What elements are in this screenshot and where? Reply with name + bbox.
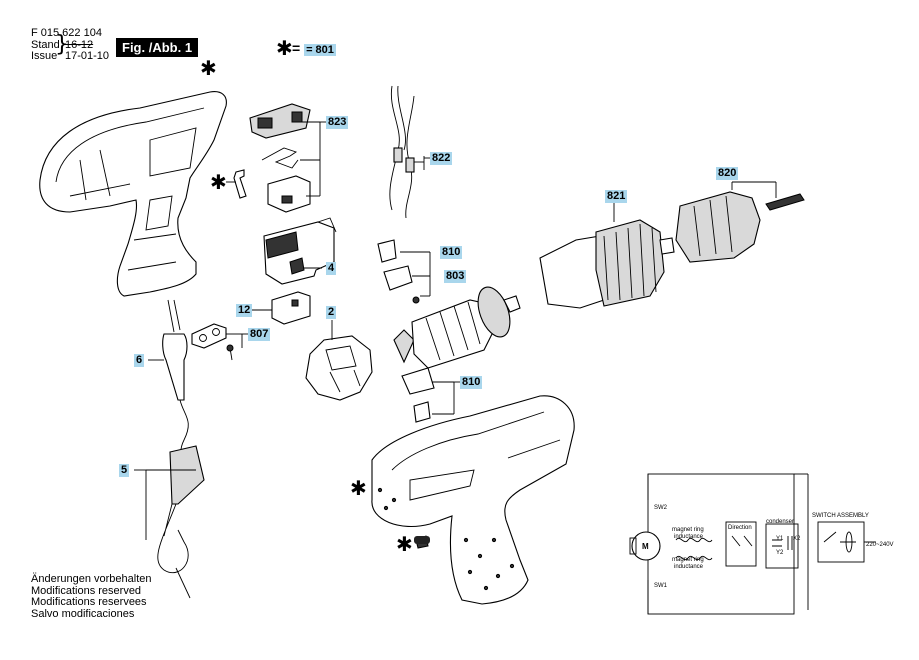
asterisk-marker-left-housing: ✱ bbox=[200, 56, 217, 80]
schematic-inductance-1: inductance bbox=[674, 534, 704, 540]
schematic-direction: Direction bbox=[728, 525, 752, 531]
gearbox-821 bbox=[539, 219, 675, 309]
notice-es: Salvo modificaciones bbox=[31, 607, 135, 620]
part-label-803: 803 bbox=[444, 270, 467, 283]
part-label-822: 822 bbox=[430, 152, 453, 165]
part-label-820: 820 bbox=[716, 167, 739, 180]
issue-label: Issue bbox=[31, 50, 58, 62]
asterisk-legend-icon: ✱ bbox=[276, 36, 293, 60]
schematic-y1: Y1 bbox=[776, 536, 784, 542]
asterisk-marker-screw: ✱ bbox=[396, 532, 413, 556]
part-label-2: 2 bbox=[326, 306, 337, 319]
housing-right-half bbox=[371, 395, 575, 605]
schematic-inductance-2: inductance bbox=[674, 564, 704, 570]
wires-822 bbox=[389, 85, 415, 219]
figure-label: Fig. /Abb. 1 bbox=[116, 38, 199, 57]
part-label-12: 12 bbox=[236, 304, 253, 317]
notice-de: Änderungen vorbehalten bbox=[31, 573, 152, 585]
schematic-condenser: condenser bbox=[766, 519, 795, 525]
chuck-820 bbox=[675, 191, 805, 263]
brush-holder-810-upper bbox=[377, 239, 420, 304]
schematic-sw2: SW2 bbox=[654, 505, 668, 511]
armature-803 bbox=[393, 286, 521, 369]
part-label-4: 4 bbox=[326, 262, 337, 275]
part-label-810-upper: 810 bbox=[440, 246, 463, 259]
notice-fr: Modifications reservees bbox=[31, 596, 147, 608]
schematic-switch-assembly: SWITCH ASSEMBLY bbox=[812, 513, 869, 519]
part-label-5: 5 bbox=[119, 464, 130, 477]
housing-left-half bbox=[39, 91, 227, 297]
stand-label: Stand bbox=[31, 39, 60, 51]
wiring-schematic bbox=[629, 473, 876, 615]
part-label-6: 6 bbox=[134, 354, 145, 367]
part-label-821: 821 bbox=[605, 190, 628, 203]
schematic-sw1: SW1 bbox=[654, 583, 668, 589]
switch-4 bbox=[263, 217, 337, 285]
part-label-823: 823 bbox=[326, 116, 349, 129]
stand-date: 16-12 bbox=[65, 39, 94, 51]
asterisk-marker-pin: ✱ bbox=[210, 170, 227, 194]
date-brace: } bbox=[55, 32, 69, 57]
cable-clamp-807 bbox=[191, 323, 234, 361]
asterisk-marker-right-housing: ✱ bbox=[350, 476, 367, 500]
switch-part-823 bbox=[249, 103, 311, 213]
bracket-2 bbox=[305, 335, 373, 401]
document-number: F 015 622 104 bbox=[31, 27, 102, 39]
notice-en: Modifications reserved bbox=[31, 584, 142, 597]
modifications-notice: Änderungen vorbehalten Modifications res… bbox=[31, 573, 152, 620]
screw-part bbox=[414, 536, 430, 544]
issue-date: 17-01-10 bbox=[65, 50, 110, 62]
badge-801: = 801 bbox=[304, 44, 336, 56]
schematic-magnet-1: magnet ring bbox=[672, 527, 704, 533]
cable-and-plug bbox=[157, 299, 205, 599]
brush-holder-810-lower bbox=[401, 367, 435, 423]
schematic-x2: X2 bbox=[793, 536, 801, 542]
schematic-motor: M bbox=[642, 542, 649, 551]
part-label-807: 807 bbox=[248, 328, 271, 341]
schematic-y2: Y2 bbox=[776, 550, 784, 556]
part-label-810-lower: 810 bbox=[460, 376, 483, 389]
asterisk-legend-text: = = 801 bbox=[292, 40, 336, 56]
connector-pin bbox=[233, 169, 247, 199]
schematic-magnet-2: magnet ring bbox=[672, 557, 704, 563]
capacitor-12 bbox=[271, 291, 311, 325]
schematic-voltage: 220~240V bbox=[866, 542, 894, 548]
